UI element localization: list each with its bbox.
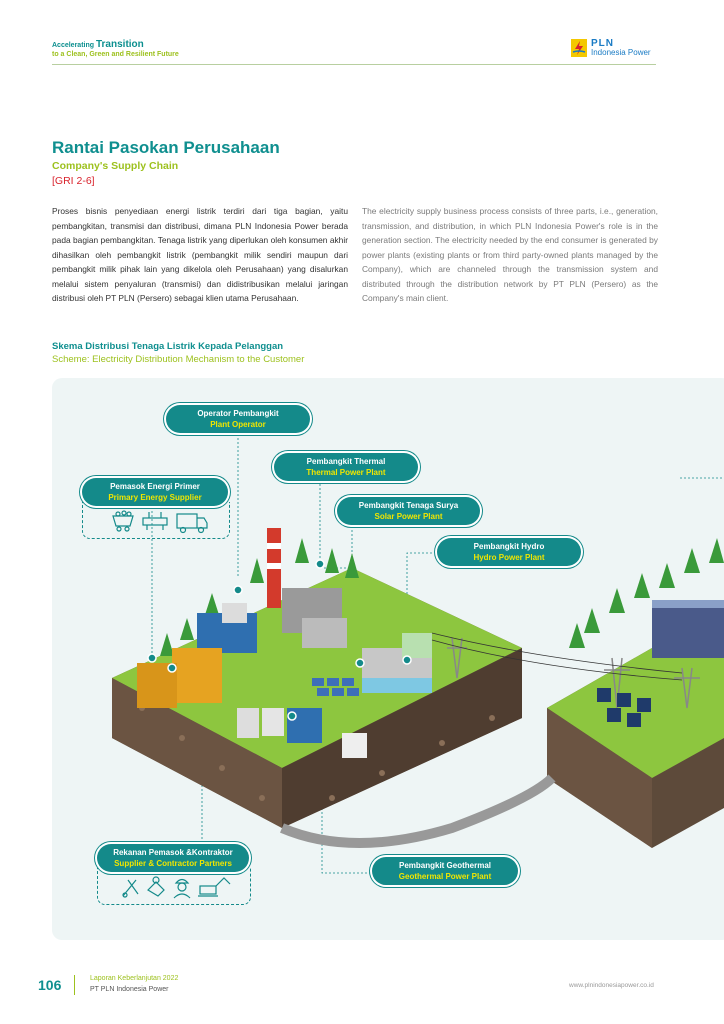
- label-supplier-en: Primary Energy Supplier: [108, 493, 202, 502]
- logo-main: PLN: [591, 38, 614, 49]
- header-divider: [52, 64, 656, 65]
- power-supply-illustration: [112, 418, 724, 874]
- logo-sub: Indonesia Power: [591, 48, 651, 57]
- transmission-towers: [431, 632, 700, 709]
- label-plant-operator: Operator Pembangkit Plant Operator: [166, 405, 310, 433]
- label-operator-id: Operator Pembangkit: [197, 409, 279, 418]
- label-thermal-en: Thermal Power Plant: [306, 468, 386, 477]
- label-thermal-id: Pembangkit Thermal: [306, 457, 386, 466]
- right-island: [547, 638, 724, 848]
- substation: [597, 600, 724, 727]
- tools-icon: [122, 879, 139, 898]
- label-partners-en: Supplier & Contractor Partners: [114, 859, 232, 868]
- footer-company: PT PLN Indonesia Power: [90, 986, 169, 993]
- label-solar-id: Pembangkit Tenaga Surya: [358, 501, 459, 510]
- scheme-title-id: Skema Distribusi Tenaga Listrik Kepada P…: [52, 341, 284, 352]
- body-text-id: Proses bisnis penyediaan energi listrik …: [52, 206, 348, 303]
- excavator-icon: [198, 877, 231, 897]
- label-operator-en: Plant Operator: [210, 420, 266, 429]
- pipeline-icon: [142, 512, 168, 530]
- lightning-logo-icon: [571, 39, 587, 57]
- label-geothermal-en: Geothermal Power Plant: [398, 872, 492, 881]
- label-supplier-contractor-partners: Rekanan Pemasok &Kontraktor Supplier & C…: [97, 844, 249, 872]
- header-tagline: Accelerating Transition to a Clean, Gree…: [52, 40, 179, 59]
- marker-dots: [147, 559, 412, 721]
- tagline-line2: to a Clean, Green and Resilient Future: [52, 51, 179, 58]
- label-primary-energy-supplier: Pemasok Energi Primer Primary Energy Sup…: [82, 478, 228, 506]
- label-solar-plant: Pembangkit Tenaga Surya Solar Power Plan…: [337, 497, 480, 525]
- scheme-title-en: Scheme: Electricity Distribution Mechani…: [52, 354, 305, 365]
- tagline-main: Transition: [95, 39, 144, 50]
- page-number: 106: [38, 977, 62, 993]
- partner-icons-box: [97, 868, 251, 905]
- label-thermal-plant: Pembangkit Thermal Thermal Power Plant: [274, 453, 418, 481]
- label-hydro-en: Hydro Power Plant: [473, 553, 545, 562]
- label-supplier-id: Pemasok Energi Primer: [110, 482, 200, 491]
- tagline-prefix: Accelerating: [52, 42, 95, 49]
- label-geothermal-id: Pembangkit Geothermal: [398, 861, 492, 870]
- handshake-icon: [147, 876, 165, 897]
- body-text-en: The electricity supply business process …: [362, 206, 658, 303]
- label-partners-id: Rekanan Pemasok &Kontraktor: [113, 848, 233, 857]
- plant-buildings: [137, 528, 432, 758]
- label-solar-en: Solar Power Plant: [374, 512, 443, 521]
- truck-icon: [176, 513, 208, 534]
- page-subtitle: Company's Supply Chain: [52, 160, 179, 172]
- worker-icon: [173, 878, 191, 899]
- cable: [280, 774, 556, 848]
- trees: [160, 538, 724, 656]
- footer-divider: [74, 975, 75, 995]
- solar-panels: [312, 678, 359, 696]
- coal-cart-icon: [112, 510, 134, 532]
- supplier-icons-box: [82, 502, 230, 539]
- page-title: Rantai Pasokan Perusahaan: [52, 138, 280, 157]
- label-hydro-id: Pembangkit Hydro: [473, 542, 545, 551]
- left-island: [112, 568, 522, 828]
- label-geothermal-plant: Pembangkit Geothermal Geothermal Power P…: [372, 857, 518, 885]
- gri-reference: [GRI 2-6]: [52, 175, 95, 187]
- label-hydro-plant: Pembangkit Hydro Hydro Power Plant: [437, 538, 581, 566]
- footer-url: www.plnindonesiapower.co.id: [569, 982, 654, 989]
- footer-report: Laporan Keberlanjutan 2022: [90, 975, 179, 982]
- pln-logo: PLN Indonesia Power: [571, 39, 651, 57]
